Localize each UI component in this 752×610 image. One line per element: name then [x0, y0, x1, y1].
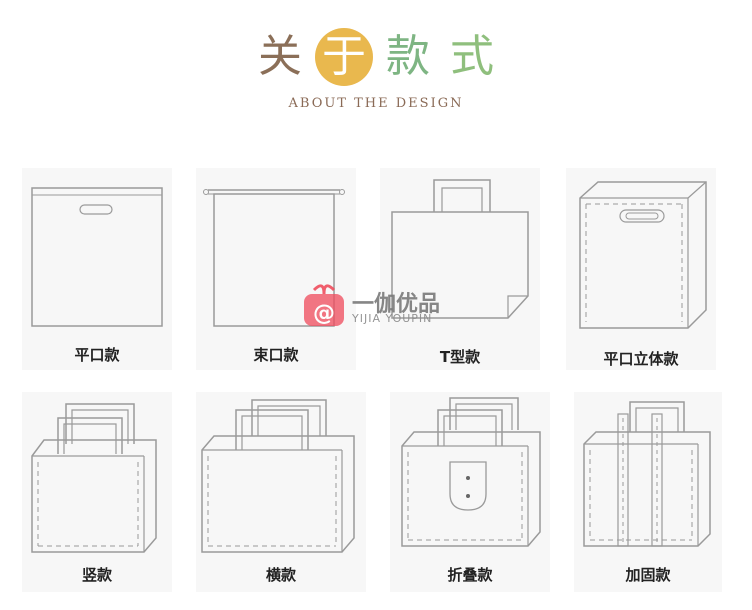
folding-bag-icon	[401, 397, 541, 547]
t-shape-bag-icon	[391, 179, 529, 319]
flat-3d-bag-icon	[579, 181, 707, 329]
bag-card-flat: 平口款	[22, 168, 172, 370]
title-char: 式	[450, 31, 494, 82]
title-char-highlight: 于	[315, 28, 373, 86]
bag-label: 竖款	[81, 566, 112, 584]
bag-label: T型款	[439, 348, 481, 366]
bag-label: 横款	[265, 566, 296, 584]
reinforced-bag-icon	[583, 401, 711, 547]
bag-card-flat-3d: 平口立体款	[566, 168, 716, 370]
bag-card-t-shape: T型款	[380, 168, 540, 370]
page-title: 关 于 款 式	[0, 28, 752, 86]
bag-card-horizontal: 横款	[196, 392, 366, 592]
drawstring-bag-icon	[203, 189, 345, 327]
bag-card-reinforced: 加固款	[574, 392, 722, 592]
bag-label: 平口款	[74, 346, 120, 364]
bag-label: 折叠款	[447, 566, 493, 584]
flat-bag-icon	[31, 187, 163, 327]
gift-logo-icon: @	[304, 284, 344, 326]
bag-card-drawstring: 束口款	[196, 168, 356, 370]
svg-text:@: @	[313, 301, 335, 326]
bag-label: 束口款	[253, 346, 299, 364]
bag-card-folding: 折叠款	[390, 392, 550, 592]
vertical-bag-icon	[31, 403, 157, 553]
watermark-brand-en: YIJIA YOUPIN	[352, 312, 433, 325]
title-char: 关	[258, 31, 302, 82]
bag-label: 加固款	[625, 566, 671, 584]
page-subtitle: ABOUT THE DESIGN	[288, 96, 464, 111]
horizontal-bag-icon	[201, 399, 355, 553]
watermark-brand: 一伽优品	[352, 292, 441, 317]
bag-label: 平口立体款	[603, 350, 679, 368]
bag-card-vertical: 竖款	[22, 392, 172, 592]
title-char: 款	[386, 31, 430, 82]
brand-watermark: @ 一伽优品 YIJIA YOUPIN	[300, 282, 480, 330]
